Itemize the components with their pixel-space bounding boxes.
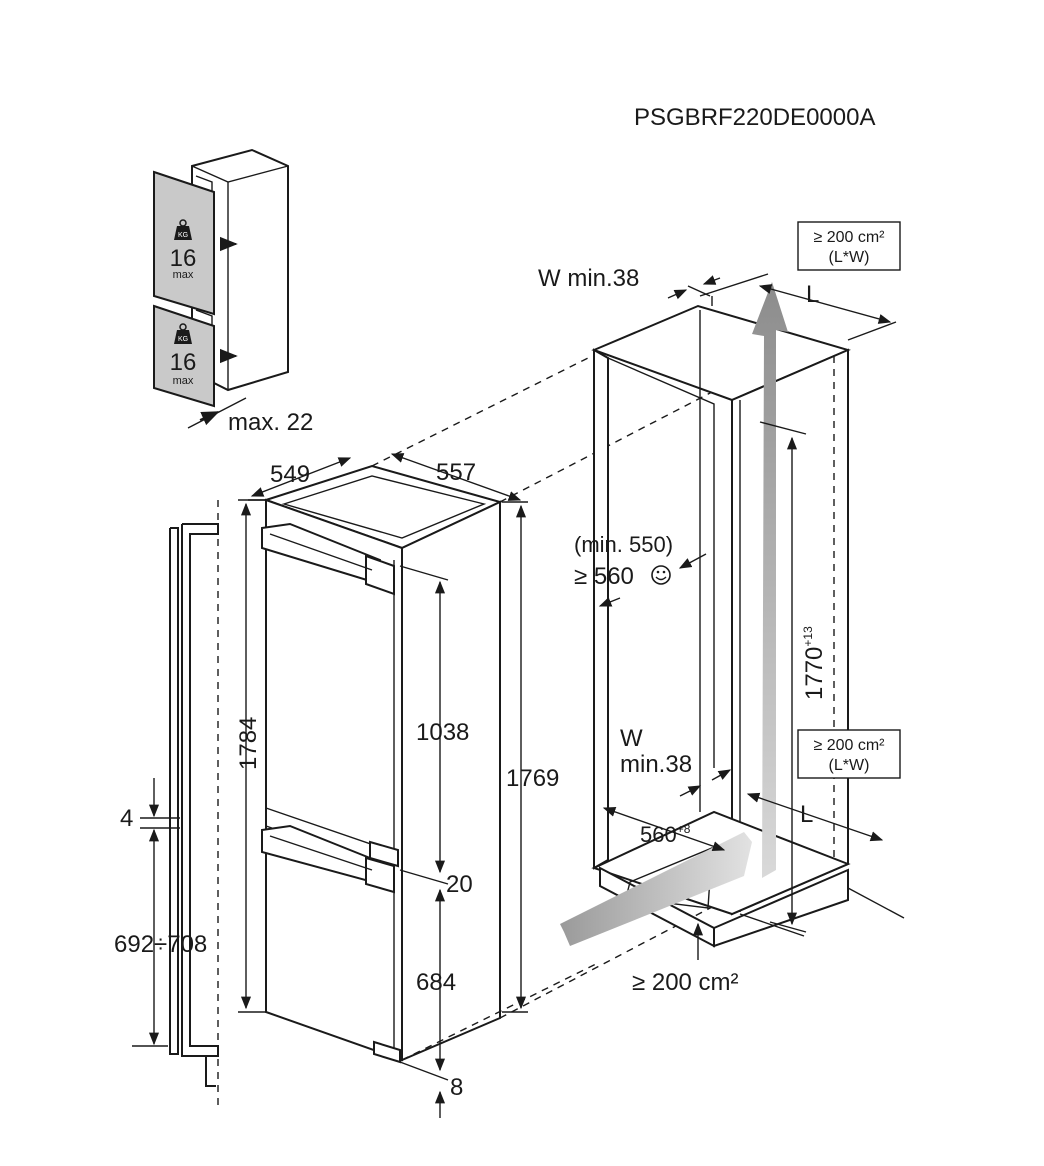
upper-load-value: 16 — [170, 245, 197, 272]
svg-text:≥ 200 cm²: ≥ 200 cm² — [813, 229, 885, 246]
depth-label-bottom: L — [800, 801, 813, 828]
hinge-top — [261, 522, 395, 596]
depth-label-top: L — [806, 281, 819, 308]
niche-dimensions: W min.38 L ≥ 200 cm² (L*W) (min. 550) ≥ … — [538, 221, 901, 996]
lower-load-unit: max — [173, 375, 194, 387]
weight-icon: KG — [174, 219, 192, 240]
bottom-gap: 8 — [450, 1074, 463, 1101]
door-panel-illustration: KG KG 16 max 16 max max. 22 — [153, 148, 313, 436]
vent-label-middle: ≥ 200 cm² (L*W) — [797, 729, 901, 779]
lower-load-value: 16 — [170, 349, 197, 376]
lower-decor-panel — [153, 304, 215, 408]
max-thickness: max. 22 — [228, 409, 313, 436]
kg-label: KG — [178, 336, 188, 343]
wall-top-min: W min.38 — [538, 265, 639, 292]
smiley-icon — [651, 565, 671, 585]
upper-load-unit: max — [173, 269, 194, 281]
airflow-in-arrow — [560, 832, 752, 946]
niche-depth: ≥ 560 — [574, 563, 634, 590]
body-height: 1769 — [506, 765, 559, 792]
width-557: 557 — [436, 459, 476, 486]
side-profile: 4 692÷708 — [114, 500, 219, 1108]
door-gap: 20 — [446, 871, 473, 898]
svg-text:(L*W): (L*W) — [829, 757, 870, 774]
niche-illustration — [560, 282, 905, 948]
wall-bottom-w: W — [620, 725, 643, 752]
depth-549: 549 — [270, 461, 310, 488]
appliance-dimensions: 549 557 1784 1769 1038 20 684 8 — [235, 453, 559, 1118]
appliance-illustration — [261, 464, 503, 1064]
upper-decor-panel — [153, 170, 215, 316]
top-gap: 4 — [120, 805, 133, 832]
svg-text:≥ 200 cm²: ≥ 200 cm² — [813, 737, 885, 754]
min-depth: (min. 550) — [574, 532, 673, 557]
bottom-width: 560+8 — [640, 822, 691, 847]
vent-label-bottom: ≥ 200 cm² — [632, 969, 739, 996]
hinge-middle — [261, 824, 399, 894]
total-height: 1784 — [235, 717, 262, 770]
upper-door-height: 1038 — [416, 719, 469, 746]
kg-label: KG — [178, 232, 188, 239]
lower-range: 692÷708 — [114, 931, 207, 958]
model-code: PSGBRF220DE0000A — [634, 104, 875, 131]
weight-icon: KG — [174, 323, 192, 344]
wall-bottom-min: min.38 — [620, 751, 692, 778]
lower-door-height: 684 — [416, 969, 456, 996]
niche-height: 1770+13 — [801, 626, 828, 700]
airflow-up-arrow — [752, 282, 788, 878]
svg-text:(L*W): (L*W) — [829, 249, 870, 266]
vent-label-top: ≥ 200 cm² (L*W) — [797, 221, 901, 271]
